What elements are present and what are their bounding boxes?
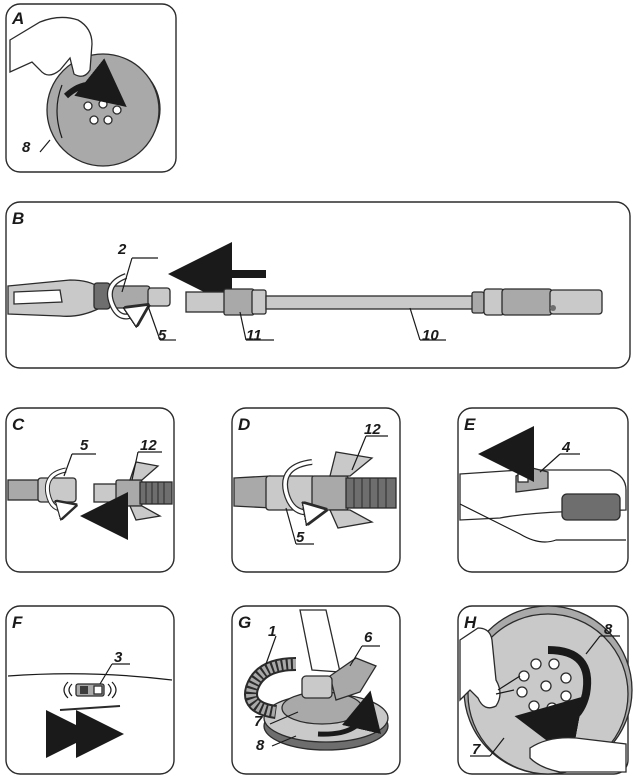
callout-11: 11 xyxy=(246,327,262,344)
callout-5: 5 xyxy=(80,437,89,454)
hand-icon xyxy=(529,737,627,773)
panel-c: C 5 12 xyxy=(5,407,175,573)
panel-b-label: B xyxy=(12,209,24,228)
callout-8: 8 xyxy=(604,621,613,638)
vacuum-handle xyxy=(7,279,111,317)
adapter-6 xyxy=(301,657,377,701)
panel-f: F 3 xyxy=(5,605,175,775)
callout-5: 5 xyxy=(158,327,167,344)
panel-h: H 8 7 xyxy=(457,605,633,775)
callout-5: 5 xyxy=(296,529,305,546)
callout-10: 10 xyxy=(422,327,439,344)
rotate-arrow-icon xyxy=(514,646,592,760)
rotate-arrow-icon xyxy=(317,690,381,737)
callout-8: 8 xyxy=(22,139,31,156)
sanding-disc xyxy=(46,53,161,167)
panel-g-label: G xyxy=(238,613,251,632)
panel-h-label: H xyxy=(464,613,477,632)
panel-g: G 1 6 7 8 xyxy=(231,605,401,775)
callout-8: 8 xyxy=(256,737,265,754)
extension-tube-10 xyxy=(185,288,603,316)
callout-4: 4 xyxy=(561,439,571,456)
panel-c-label: C xyxy=(12,415,25,434)
panel-f-label: F xyxy=(12,613,23,632)
callout-12: 12 xyxy=(140,437,157,454)
hand-icon xyxy=(459,627,501,709)
callout-12: 12 xyxy=(364,421,381,438)
panel-b: B 2 5 11 xyxy=(5,201,631,369)
rotate-arrow-icon xyxy=(63,58,127,107)
callout-6: 6 xyxy=(364,629,373,646)
nozzle-5 xyxy=(109,285,171,309)
panel-a: A 8 xyxy=(5,3,177,173)
panel-d-label: D xyxy=(238,415,250,434)
panel-e-label: E xyxy=(464,415,476,434)
callout-7: 7 xyxy=(254,713,263,730)
hose-1 xyxy=(244,657,297,719)
callout-1: 1 xyxy=(268,623,276,640)
callout-7: 7 xyxy=(472,741,481,758)
callout-2: 2 xyxy=(117,241,127,258)
panel-e: E 4 xyxy=(457,407,629,573)
switch-3 xyxy=(63,681,117,699)
panel-a-label: A xyxy=(11,9,24,28)
callout-3: 3 xyxy=(114,649,123,666)
panel-d: D 12 5 xyxy=(231,407,401,573)
